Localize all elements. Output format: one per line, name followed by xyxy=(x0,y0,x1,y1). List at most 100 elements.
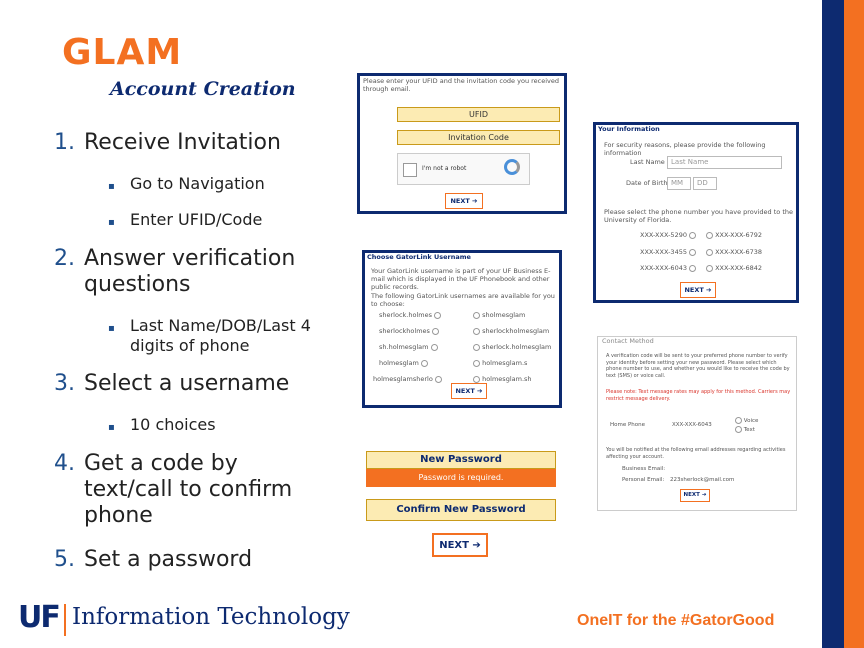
radio-icon xyxy=(706,248,713,256)
username-option[interactable]: sherlock.holmesglam xyxy=(473,343,551,351)
username-option[interactable]: holmesglam.s xyxy=(473,359,527,367)
bullet-icon: ▪ xyxy=(108,181,115,192)
next-button[interactable]: NEXT ➔ xyxy=(451,383,487,399)
radio-icon xyxy=(735,426,742,433)
email-intro: You will be notified at the following em… xyxy=(606,447,786,460)
confirm-password-field[interactable]: Confirm New Password xyxy=(366,499,556,521)
bullet-icon: ▪ xyxy=(108,323,115,334)
last-name-label: Last Name xyxy=(630,158,665,166)
home-phone-label: Home Phone xyxy=(610,422,646,428)
sub-step-text: Go to Navigation xyxy=(130,174,265,193)
step-text: Receive Invitation xyxy=(84,130,281,155)
radio-icon xyxy=(689,231,697,239)
username-option[interactable]: holmesglam.sh xyxy=(473,375,532,383)
step-text: Set a password xyxy=(84,547,253,572)
phone-option[interactable]: XXX-XXX-6842 xyxy=(706,264,762,272)
step-3: 3. Select a username xyxy=(54,371,334,397)
step-number: 1. xyxy=(54,130,75,155)
username-option[interactable]: holmesglam xyxy=(379,359,428,367)
recaptcha-icon xyxy=(504,159,520,175)
sub-step-text: 10 choices xyxy=(130,415,216,434)
dob-day-input[interactable]: DD xyxy=(693,177,717,190)
radio-icon xyxy=(473,327,480,335)
phone-option[interactable]: XXX-XXX-6738 xyxy=(706,248,762,256)
step-text: Select a username xyxy=(84,371,290,396)
slide-subtitle: Account Creation xyxy=(110,78,296,100)
captcha-label: I'm not a robot xyxy=(422,165,467,172)
radio-icon xyxy=(434,311,442,319)
username-option[interactable]: sholmesglam xyxy=(473,311,525,319)
radio-icon xyxy=(420,359,428,367)
next-button[interactable]: NEXT ➔ xyxy=(432,533,488,557)
sub-step: ▪ Last Name/DOB/Last 4 digits of phone xyxy=(108,316,328,356)
logo-divider xyxy=(64,604,66,636)
password-required-error: Password is required. xyxy=(366,469,556,487)
next-button[interactable]: NEXT ➔ xyxy=(680,282,716,298)
step-2: 2.Answer verification questions xyxy=(54,246,334,298)
username-option[interactable]: sherlockholmesglam xyxy=(473,327,549,335)
screenshot-verification: Your Information For security reasons, p… xyxy=(593,122,799,303)
dob-label: Date of Birth xyxy=(626,179,668,187)
step-1: 1. Receive Invitation xyxy=(54,130,334,156)
sub-step-text: Enter UFID/Code xyxy=(130,210,263,229)
step-number: 4. xyxy=(54,451,75,476)
uf-logo: UF xyxy=(18,600,61,635)
username-option[interactable]: sh.holmesglam xyxy=(379,343,438,351)
screenshot-password: New Password Password is required. Confi… xyxy=(360,443,563,571)
home-phone-value: XXX-XXX-6043 xyxy=(672,422,712,428)
radio-icon xyxy=(473,311,480,319)
phone-intro: Please select the phone number you have … xyxy=(604,208,793,224)
sub-step-text: Last Name/DOB/Last 4 digits of phone xyxy=(130,316,311,355)
step-text: Get a code by text/call to confirm phone xyxy=(84,451,293,528)
radio-icon xyxy=(473,375,480,383)
username-avail: The following GatorLink usernames are av… xyxy=(371,292,555,308)
username-heading: Choose GatorLink Username xyxy=(367,253,471,261)
personal-email-value: 223sherlock@mail.com xyxy=(670,477,735,483)
phone-option[interactable]: XXX-XXX-6792 xyxy=(706,231,762,239)
next-button[interactable]: NEXT ➔ xyxy=(445,193,483,209)
username-option[interactable]: sherlock.holmes xyxy=(379,311,442,319)
radio-icon xyxy=(689,264,697,272)
voice-option[interactable]: Voice xyxy=(735,417,758,425)
next-button[interactable]: NEXT ➔ xyxy=(680,489,710,502)
footer-tagline: OneIT for the #GatorGood xyxy=(577,612,775,629)
text-option[interactable]: Text xyxy=(735,426,755,434)
right-stripe-blue xyxy=(822,0,844,648)
business-email-label: Business Email: xyxy=(622,466,666,472)
step-number: 2. xyxy=(54,246,75,271)
dob-month-input[interactable]: MM xyxy=(667,177,691,190)
bullet-icon: ▪ xyxy=(108,217,115,228)
ufid-field[interactable]: UFID xyxy=(397,107,560,122)
step-4: 4. Get a code by text/call to confirm pho… xyxy=(54,451,334,529)
sub-step: ▪ Enter UFID/Code xyxy=(108,210,328,233)
username-option[interactable]: holmesglamsherlo xyxy=(373,375,442,383)
radio-icon xyxy=(689,248,697,256)
information-technology-logo-text: Information Technology xyxy=(72,604,350,630)
slide-title: GLAM xyxy=(62,32,183,73)
phone-option[interactable]: XXX-XXX-3455 xyxy=(640,248,697,256)
contact-warning: Please note: Text message rates may appl… xyxy=(606,389,791,402)
step-number: 5. xyxy=(54,547,75,572)
last-name-input[interactable]: Last Name xyxy=(667,156,782,169)
captcha-checkbox[interactable] xyxy=(403,163,417,177)
username-option[interactable]: sherlockholmes xyxy=(379,327,439,335)
step-number: 3. xyxy=(54,371,75,396)
captcha-widget[interactable]: I'm not a robot xyxy=(397,153,530,185)
invitation-code-field[interactable]: Invitation Code xyxy=(397,130,560,145)
radio-icon xyxy=(735,417,742,424)
radio-icon xyxy=(706,231,713,239)
phone-option[interactable]: XXX-XXX-6043 xyxy=(640,264,697,272)
new-password-field[interactable]: New Password xyxy=(366,451,556,469)
phone-option[interactable]: XXX-XXX-5290 xyxy=(640,231,697,239)
radio-icon xyxy=(430,343,438,351)
radio-icon xyxy=(473,343,480,351)
step-5: 5. Set a password xyxy=(54,547,334,573)
screenshot-username: Choose GatorLink Username Your GatorLink… xyxy=(362,250,562,408)
verification-heading: Your Information xyxy=(598,125,660,133)
contact-heading: Contact Method xyxy=(602,337,654,345)
radio-icon xyxy=(432,327,439,335)
contact-intro: A verification code will be sent to your… xyxy=(606,353,790,379)
right-stripe-orange xyxy=(844,0,864,648)
invitation-intro: Please enter your UFID and the invitatio… xyxy=(363,77,560,93)
sub-step: ▪ Go to Navigation xyxy=(108,174,328,197)
